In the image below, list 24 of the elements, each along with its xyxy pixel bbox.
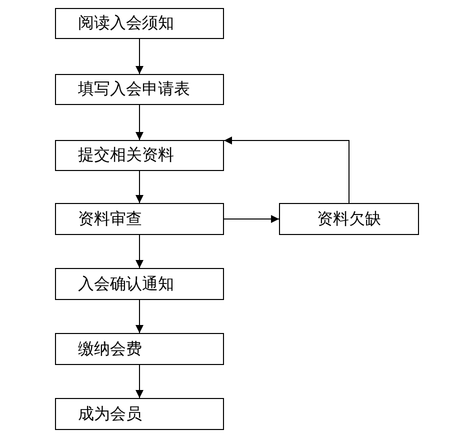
process-box: [55, 203, 224, 235]
box-label: 入会确认通知: [78, 274, 174, 294]
process-box: [279, 203, 419, 235]
process-box: [55, 398, 224, 430]
process-box: [55, 8, 224, 39]
box-label: 资料欠缺: [317, 208, 381, 230]
process-box: [55, 140, 224, 171]
arrow: [224, 215, 280, 223]
arrow: [136, 234, 144, 268]
box-label: 资料审查: [78, 208, 142, 230]
box-label: 成为会员: [78, 404, 142, 424]
arrow: [136, 300, 144, 334]
box-label: 填写入会申请表: [78, 79, 190, 100]
process-box: [55, 268, 224, 300]
process-box: [55, 333, 224, 365]
arrow: [136, 104, 144, 140]
box-label: 提交相关资料: [78, 145, 174, 166]
box-label: 缴纳会费: [78, 338, 142, 360]
process-box: [55, 74, 224, 105]
arrow: [136, 170, 144, 204]
arrow: [224, 136, 350, 204]
arrow: [136, 38, 144, 74]
box-label: 阅读入会须知: [78, 13, 174, 34]
arrow: [136, 364, 144, 398]
